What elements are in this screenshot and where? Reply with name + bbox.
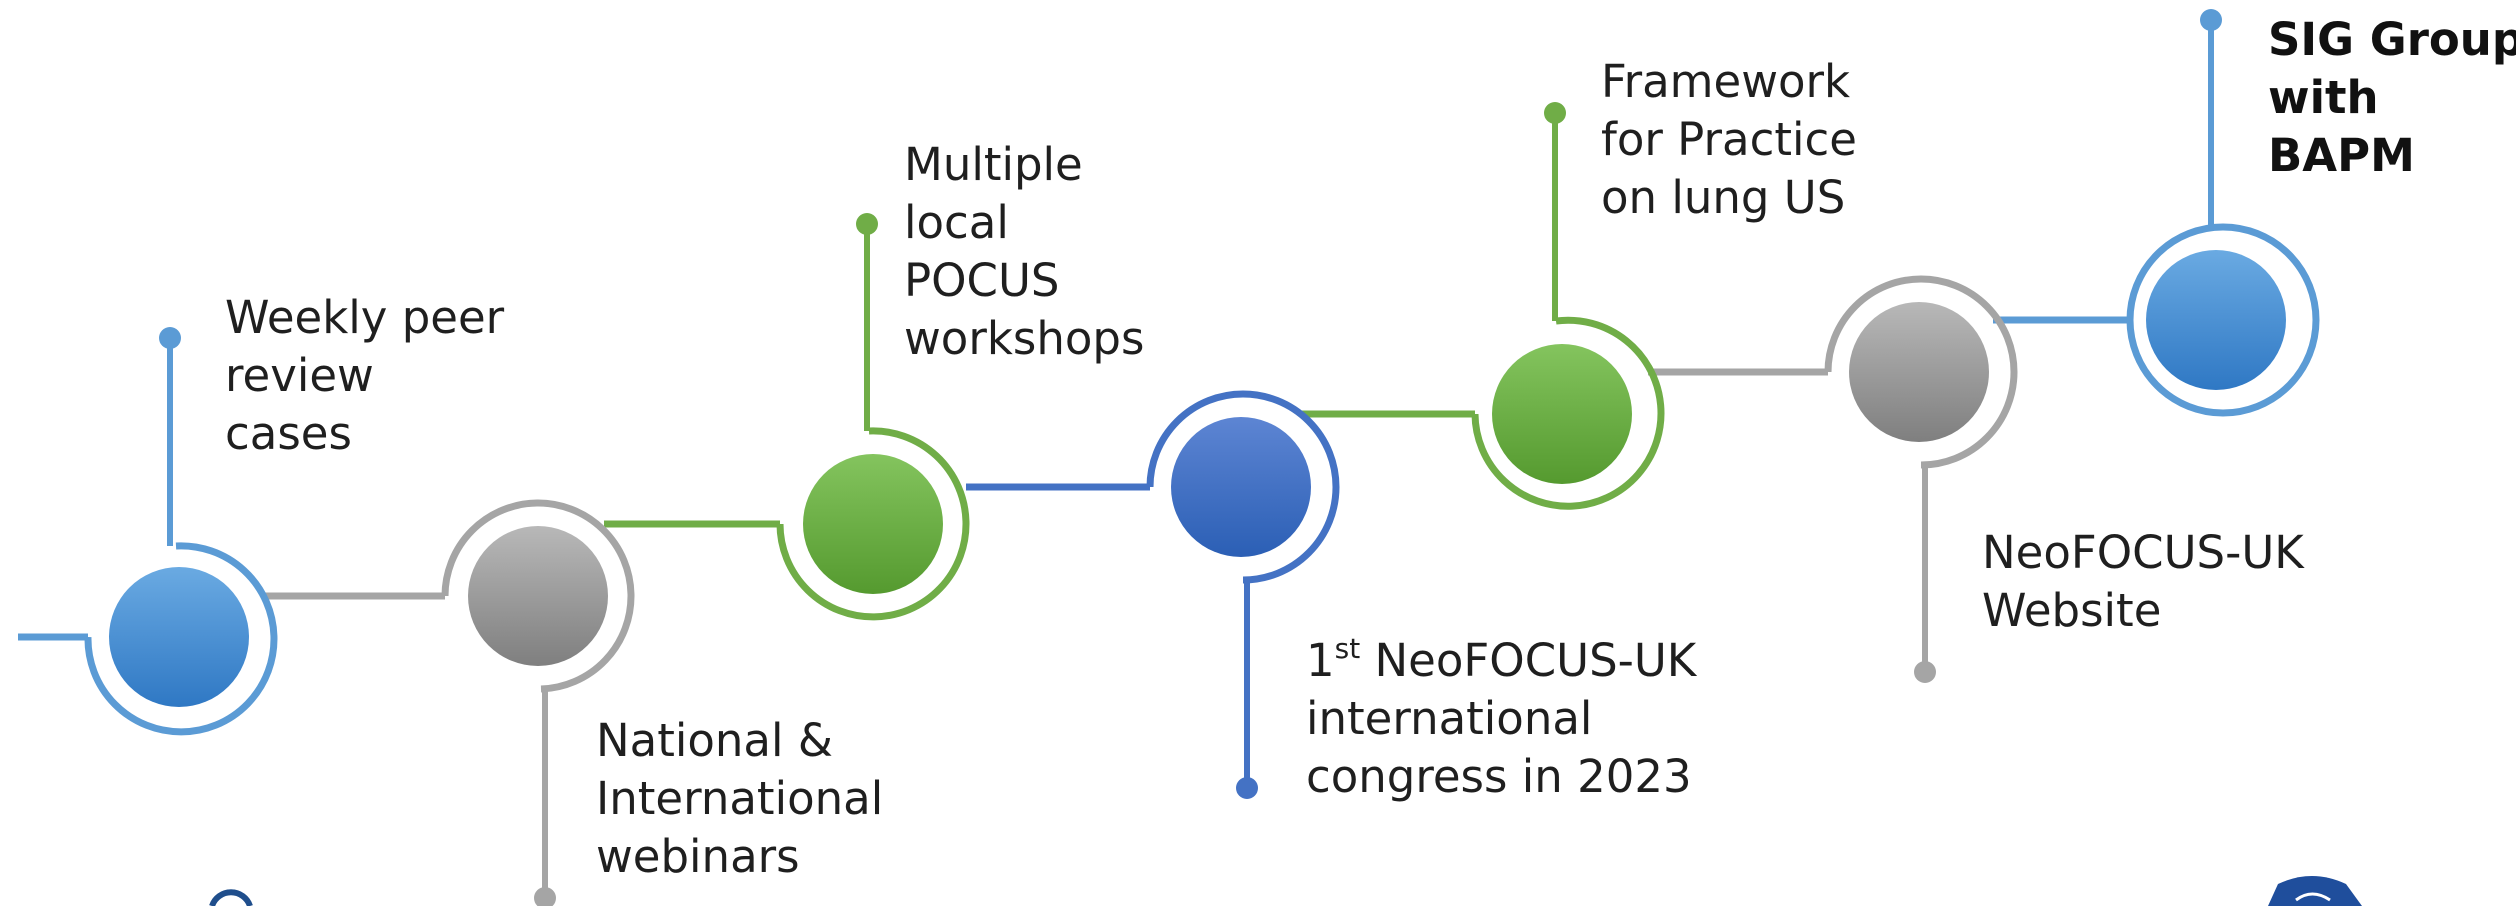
node-sig-group xyxy=(2146,250,2286,390)
ring-webinars xyxy=(441,499,635,693)
label-line: 1st NeoFOCUS-UK xyxy=(1306,632,1696,690)
label-weekly-peer-review: Weekly peer review cases xyxy=(225,289,504,463)
label-line: review xyxy=(225,349,374,402)
ring-congress xyxy=(1146,390,1340,584)
label-line: SIG Group xyxy=(2268,13,2516,66)
label-line: with xyxy=(2268,71,2379,124)
label-webinars: National & International webinars xyxy=(596,712,883,886)
dot-webinars xyxy=(534,887,556,906)
label-line: International xyxy=(596,772,884,825)
dot-framework xyxy=(1544,102,1566,124)
label-sig-group: SIG Group with BAPM xyxy=(2268,11,2516,185)
ring-sig-group xyxy=(2126,223,2320,417)
label-line-rest: NeoFOCUS-UK xyxy=(1360,634,1697,687)
ring-framework xyxy=(1471,316,1665,510)
dot-weekly-peer-review xyxy=(159,327,181,349)
node-website xyxy=(1849,302,1989,442)
label-line: Weekly peer xyxy=(225,291,505,344)
dot-website xyxy=(1914,661,1936,683)
label-line: cases xyxy=(225,407,352,460)
dot-congress xyxy=(1236,777,1258,799)
label-congress: 1st NeoFOCUS-UK international congress i… xyxy=(1306,632,1696,806)
label-line: for Practice xyxy=(1601,113,1857,166)
label-line: Website xyxy=(1982,584,2162,637)
label-line: NeoFOCUS-UK xyxy=(1982,526,2304,579)
label-line: POCUS xyxy=(904,254,1060,307)
label-line: National & xyxy=(596,714,833,767)
label-website: NeoFOCUS-UK Website xyxy=(1982,524,2304,640)
label-line: international xyxy=(1306,692,1593,745)
label-line: congress in 2023 xyxy=(1306,750,1692,803)
ordinal-suffix: st xyxy=(1334,632,1361,665)
logo-right-partial xyxy=(2268,876,2362,906)
ring-weekly-peer-review xyxy=(84,542,278,736)
node-local-workshops xyxy=(803,454,943,594)
label-line: Multiple xyxy=(904,138,1083,191)
label-line: workshops xyxy=(904,312,1145,365)
dot-local-workshops xyxy=(856,213,878,235)
label-local-workshops: Multiple local POCUS workshops xyxy=(904,136,1144,368)
node-weekly-peer-review xyxy=(109,567,249,707)
label-line: Framework xyxy=(1601,55,1851,108)
dot-sig-group xyxy=(2200,9,2222,31)
label-line: webinars xyxy=(596,830,800,883)
logo-left-partial xyxy=(209,889,253,906)
label-framework: Framework for Practice on lung US xyxy=(1601,53,1857,227)
label-line: on lung US xyxy=(1601,171,1846,224)
ordinal-number: 1 xyxy=(1306,634,1335,687)
node-webinars xyxy=(468,526,608,666)
label-line: local xyxy=(904,196,1009,249)
ring-local-workshops xyxy=(776,427,970,621)
node-congress xyxy=(1171,417,1311,557)
ring-website xyxy=(1824,275,2018,469)
node-framework xyxy=(1492,344,1632,484)
label-line: BAPM xyxy=(2268,129,2415,182)
